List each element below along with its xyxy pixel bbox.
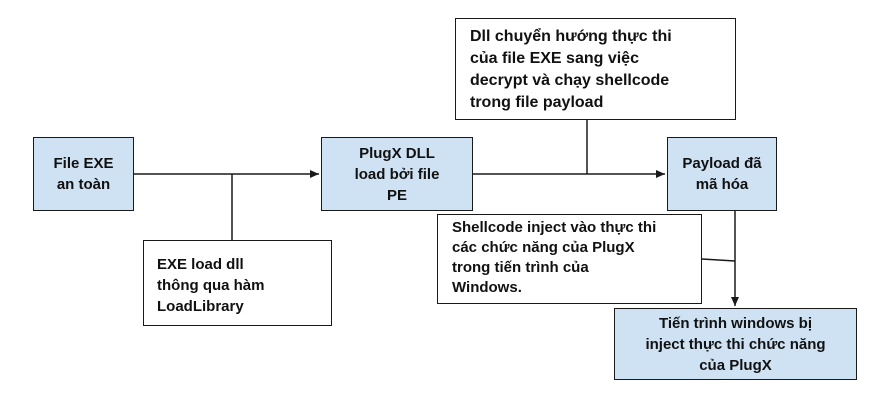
node-target-process-label: Tiến trình windows bị inject thực thi ch… [645,314,826,374]
node-plugx-dll: PlugX DLL load bởi file PE [321,137,473,211]
note-dll-redirect-text: Dll chuyển hướng thực thi của file EXE s… [470,28,672,111]
node-target-process: Tiến trình windows bị inject thực thi ch… [614,308,857,380]
note-shellcode: Shellcode inject vào thực thi các chức n… [437,214,702,304]
note-exe-load-text: EXE load dll thông qua hàm LoadLibrary [157,256,265,315]
connector-shellcode-note [701,258,736,262]
node-plugx-dll-label: PlugX DLL load bởi file PE [354,144,440,204]
note-shellcode-text: Shellcode inject vào thực thi các chức n… [452,219,657,296]
node-payload-label: Payload đã mã hóa [682,155,762,193]
note-dll-redirect: Dll chuyển hướng thực thi của file EXE s… [455,18,736,120]
node-exe-label: File EXE an toàn [53,155,114,193]
node-payload: Payload đã mã hóa [667,137,777,211]
node-exe: File EXE an toàn [33,137,134,211]
note-exe-load: EXE load dll thông qua hàm LoadLibrary [143,240,332,326]
